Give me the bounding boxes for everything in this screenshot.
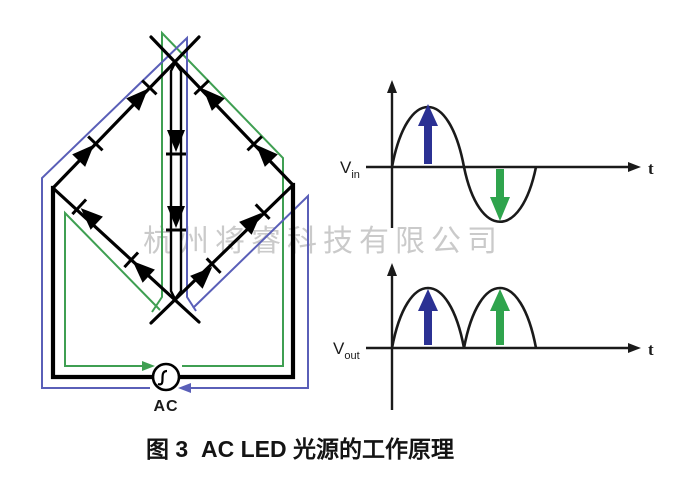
- watermark-text: 杭州将睿科技有限公司: [143, 225, 503, 258]
- vout-rectified-curve: [390, 286, 538, 349]
- center-led-column: [169, 60, 183, 302]
- t-axis-arrow-icon: [628, 343, 641, 353]
- ac-source-circle-icon: [151, 362, 181, 392]
- current-path-blue: [41, 35, 309, 393]
- blue-flow-arrow-icon: [178, 383, 191, 393]
- bridge-circuit: AC: [41, 30, 309, 415]
- led-diodes: [71, 79, 278, 289]
- sine-glyph-icon: [157, 369, 168, 386]
- led-diode: [123, 251, 155, 283]
- green-flow-arrow-icon: [142, 361, 155, 371]
- green-down-arrow-icon: [490, 197, 510, 221]
- led-diode: [190, 257, 222, 289]
- led-diode: [239, 203, 271, 235]
- blue-up-arrow-icon: [418, 104, 438, 126]
- y-axis-arrow-icon: [387, 80, 397, 93]
- led-diode: [193, 79, 225, 111]
- vin-plot: Vin t: [340, 80, 654, 228]
- led-diode: [246, 135, 278, 167]
- figure-caption: 图 3 AC LED 光源的工作原理: [146, 436, 454, 462]
- green-up-arrow-icon: [490, 289, 510, 311]
- led-diode: [126, 79, 158, 111]
- diamond-arms: [51, 35, 295, 325]
- led-diode-center: [166, 130, 186, 156]
- t-axis-arrow-icon: [628, 162, 641, 172]
- led-diode: [72, 135, 104, 167]
- vin-label: Vin: [340, 158, 360, 181]
- vin-t-label: t: [648, 159, 654, 178]
- vin-sine-curve: [390, 105, 538, 224]
- outer-wires: [50, 182, 296, 380]
- vout-t-label: t: [648, 340, 654, 359]
- vout-plot: Vout t: [333, 263, 654, 410]
- ac-source-label: AC: [153, 398, 178, 415]
- ac-source: AC: [151, 362, 181, 415]
- led-diode-center: [166, 206, 186, 232]
- blue-up-arrow-icon: [418, 289, 438, 311]
- current-path-green: [64, 30, 284, 371]
- vout-label: Vout: [333, 339, 360, 362]
- led-diode: [71, 198, 103, 230]
- y-axis-arrow-icon: [387, 263, 397, 276]
